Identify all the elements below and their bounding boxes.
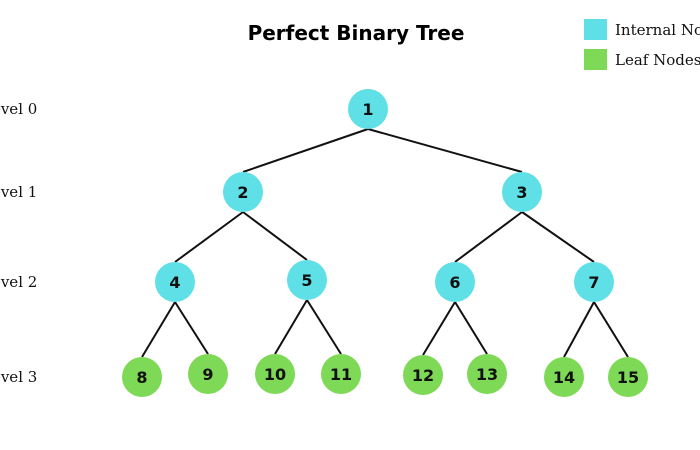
- diagram-title: Perfect Binary Tree: [248, 21, 465, 45]
- leaf-node-circle: [403, 355, 443, 395]
- leaf-node-circle: [321, 354, 361, 394]
- leaf-node-circle: [608, 357, 648, 397]
- node-label: 6: [449, 273, 460, 292]
- edge-6-13: [454, 301, 488, 355]
- tree-node-2: 2: [223, 172, 263, 212]
- tree-node-13: 13: [467, 354, 507, 394]
- node-label: 12: [412, 366, 434, 385]
- internal-node-circle: [435, 262, 475, 302]
- edge-7-14: [563, 301, 595, 358]
- node-label: 8: [136, 368, 147, 387]
- edge-2-4: [174, 211, 244, 263]
- internal-node-circle: [155, 262, 195, 302]
- internal-node-circle: [223, 172, 263, 212]
- node-label: 11: [330, 365, 352, 384]
- legend-swatch-leaf: [584, 49, 607, 70]
- edge-2-5: [242, 211, 308, 261]
- legend-label-leaf: Leaf Nodes: [615, 51, 700, 69]
- node-label: 14: [553, 368, 575, 387]
- tree-node-14: 14: [544, 357, 584, 397]
- node-label: 5: [301, 271, 312, 290]
- level-label-3: Level 3: [0, 368, 37, 386]
- leaf-node-circle: [467, 354, 507, 394]
- tree-node-8: 8: [122, 357, 162, 397]
- tree-node-10: 10: [255, 354, 295, 394]
- node-label: 1: [362, 100, 373, 119]
- tree-node-9: 9: [188, 354, 228, 394]
- edge-1-3: [367, 128, 523, 173]
- internal-node-circle: [502, 172, 542, 212]
- level-labels: Level 0 Level 1 Level 2 Level 3: [0, 100, 37, 386]
- tree-node-7: 7: [574, 262, 614, 302]
- internal-node-circle: [348, 89, 388, 129]
- leaf-node-circle: [122, 357, 162, 397]
- tree-node-12: 12: [403, 355, 443, 395]
- tree-node-3: 3: [502, 172, 542, 212]
- tree-node-15: 15: [608, 357, 648, 397]
- edge-5-10: [274, 299, 308, 355]
- tree-node-4: 4: [155, 262, 195, 302]
- edge-5-11: [306, 299, 342, 355]
- level-label-2: Level 2: [0, 273, 37, 291]
- edge-3-6: [454, 211, 523, 263]
- tree-node-11: 11: [321, 354, 361, 394]
- edge-4-9: [174, 301, 209, 355]
- legend-label-internal: Internal Nodes: [615, 21, 700, 39]
- node-label: 13: [476, 365, 498, 384]
- leaf-node-circle: [188, 354, 228, 394]
- node-label: 4: [169, 273, 180, 292]
- internal-node-circle: [574, 262, 614, 302]
- tree-node-6: 6: [435, 262, 475, 302]
- tree-node-1: 1: [348, 89, 388, 129]
- legend: Internal Nodes Leaf Nodes: [584, 19, 700, 70]
- node-label: 3: [516, 183, 527, 202]
- leaf-node-circle: [255, 354, 295, 394]
- node-label: 10: [264, 365, 286, 384]
- edge-6-12: [422, 301, 456, 356]
- edge-4-8: [141, 301, 176, 358]
- node-label: 7: [588, 273, 599, 292]
- edge-3-7: [521, 211, 595, 263]
- internal-node-circle: [287, 260, 327, 300]
- node-label: 15: [617, 368, 639, 387]
- edge-7-15: [593, 301, 629, 358]
- level-label-0: Level 0: [0, 100, 37, 118]
- tree-node-5: 5: [287, 260, 327, 300]
- node-label: 2: [237, 183, 248, 202]
- tree-edges: [141, 128, 629, 358]
- edge-1-2: [242, 128, 369, 173]
- node-label: 9: [202, 365, 213, 384]
- level-label-1: Level 1: [0, 183, 37, 201]
- leaf-node-circle: [544, 357, 584, 397]
- legend-swatch-internal: [584, 19, 607, 40]
